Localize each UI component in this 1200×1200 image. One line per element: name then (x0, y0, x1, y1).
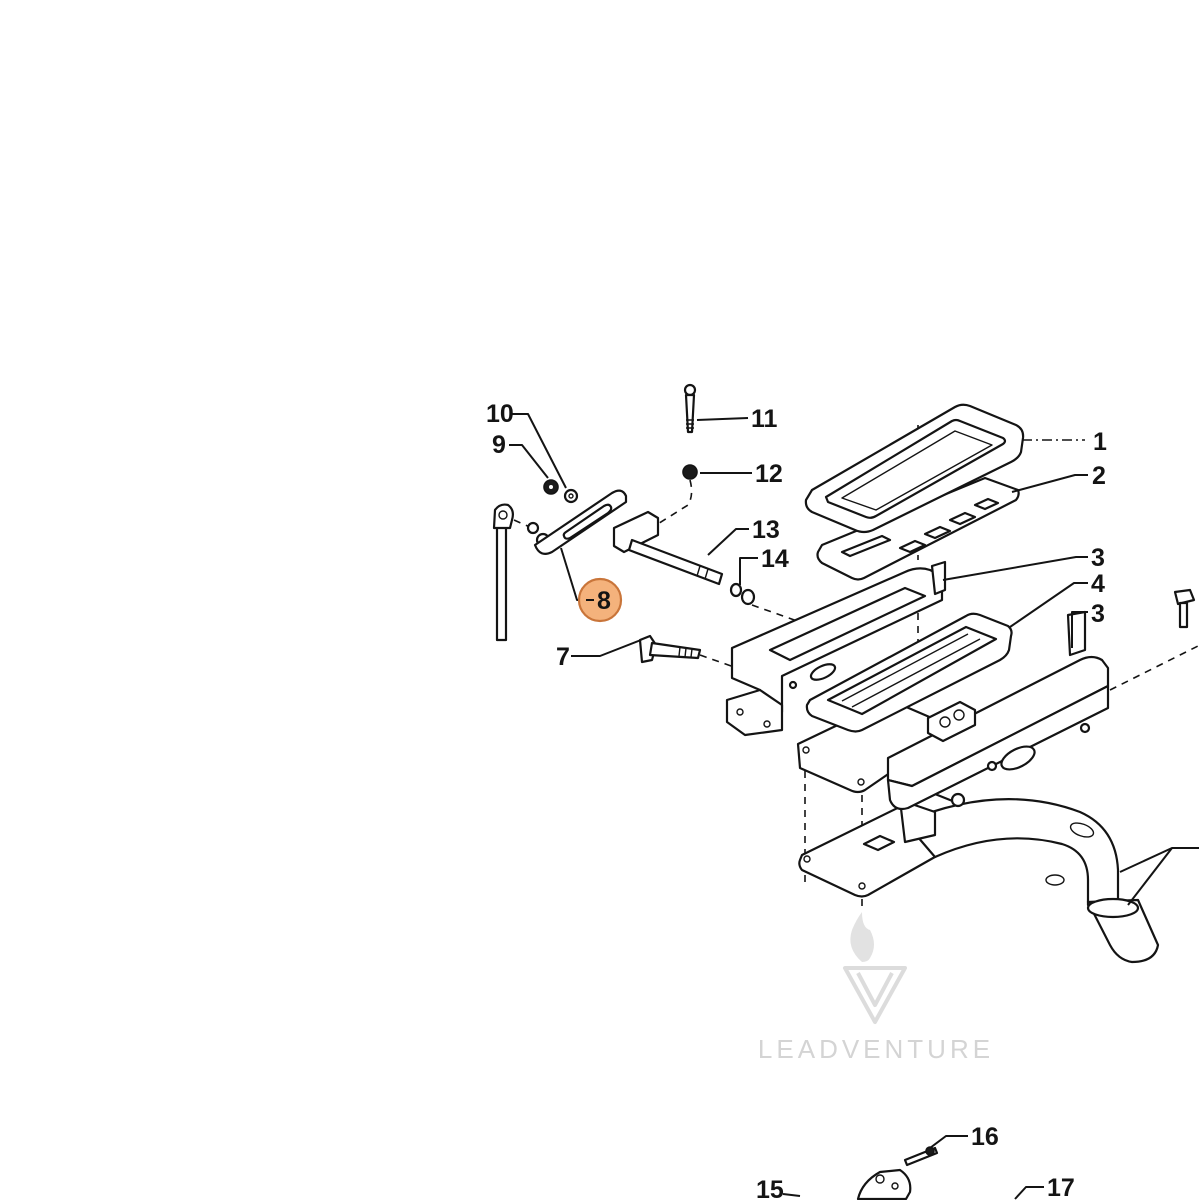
callout-12[interactable]: 12 (755, 460, 783, 488)
callout-4[interactable]: 4 (1091, 570, 1105, 598)
callout-3-upper[interactable]: 3 (1091, 544, 1105, 572)
part-7-bolt (638, 634, 702, 664)
part-1-bezel (804, 403, 1025, 534)
callout-13[interactable]: 13 (752, 516, 780, 544)
callouts: 10 9 11 12 13 14 1 2 3 4 3 8 7 16 15 17 (486, 400, 1107, 1200)
part-15-bracket (856, 1168, 912, 1200)
callout-16[interactable]: 16 (971, 1123, 999, 1151)
leadventure-logo (843, 966, 907, 1024)
part-3-housing (725, 560, 947, 737)
callout-1[interactable]: 1 (1093, 428, 1107, 456)
callout-17[interactable]: 17 (1047, 1174, 1075, 1200)
part-shift-arm (898, 792, 1160, 964)
part-3-right-bracket (1066, 610, 1087, 657)
callout-14[interactable]: 14 (761, 545, 789, 573)
part-8-lever (533, 489, 628, 555)
part-12-nut (682, 464, 698, 480)
part-shift-rod (492, 503, 514, 642)
part-9-nut (543, 479, 559, 495)
highlight-circle[interactable] (577, 577, 623, 623)
part-14-washers (729, 582, 756, 606)
callout-10[interactable]: 10 (486, 400, 514, 428)
callout-7[interactable]: 7 (556, 643, 570, 671)
part-13-shaft (612, 510, 724, 586)
watermark-text: LEADVENTURE (758, 1034, 994, 1064)
part-lower-housing (886, 655, 1110, 811)
watermark: LEADVENTURE (758, 912, 994, 1064)
callout-8-highlight[interactable]: 8 (577, 577, 623, 623)
callout-2[interactable]: 2 (1092, 462, 1106, 490)
part-10-washer (563, 488, 579, 504)
callout-11[interactable]: 11 (751, 405, 778, 433)
callout-15[interactable]: 15 (756, 1176, 784, 1200)
flame-icon (850, 912, 874, 962)
callout-8[interactable]: 8 (597, 587, 611, 615)
leader-lines (509, 413, 1199, 1200)
callout-9[interactable]: 9 (492, 431, 506, 459)
part-16-stud (903, 1146, 939, 1167)
part-4-inner-bezel (805, 612, 1013, 733)
part-2-gasket (816, 476, 1020, 581)
callout-3-lower[interactable]: 3 (1091, 600, 1105, 628)
part-edge-bolt (1173, 588, 1196, 629)
part-11-stud (683, 383, 697, 434)
